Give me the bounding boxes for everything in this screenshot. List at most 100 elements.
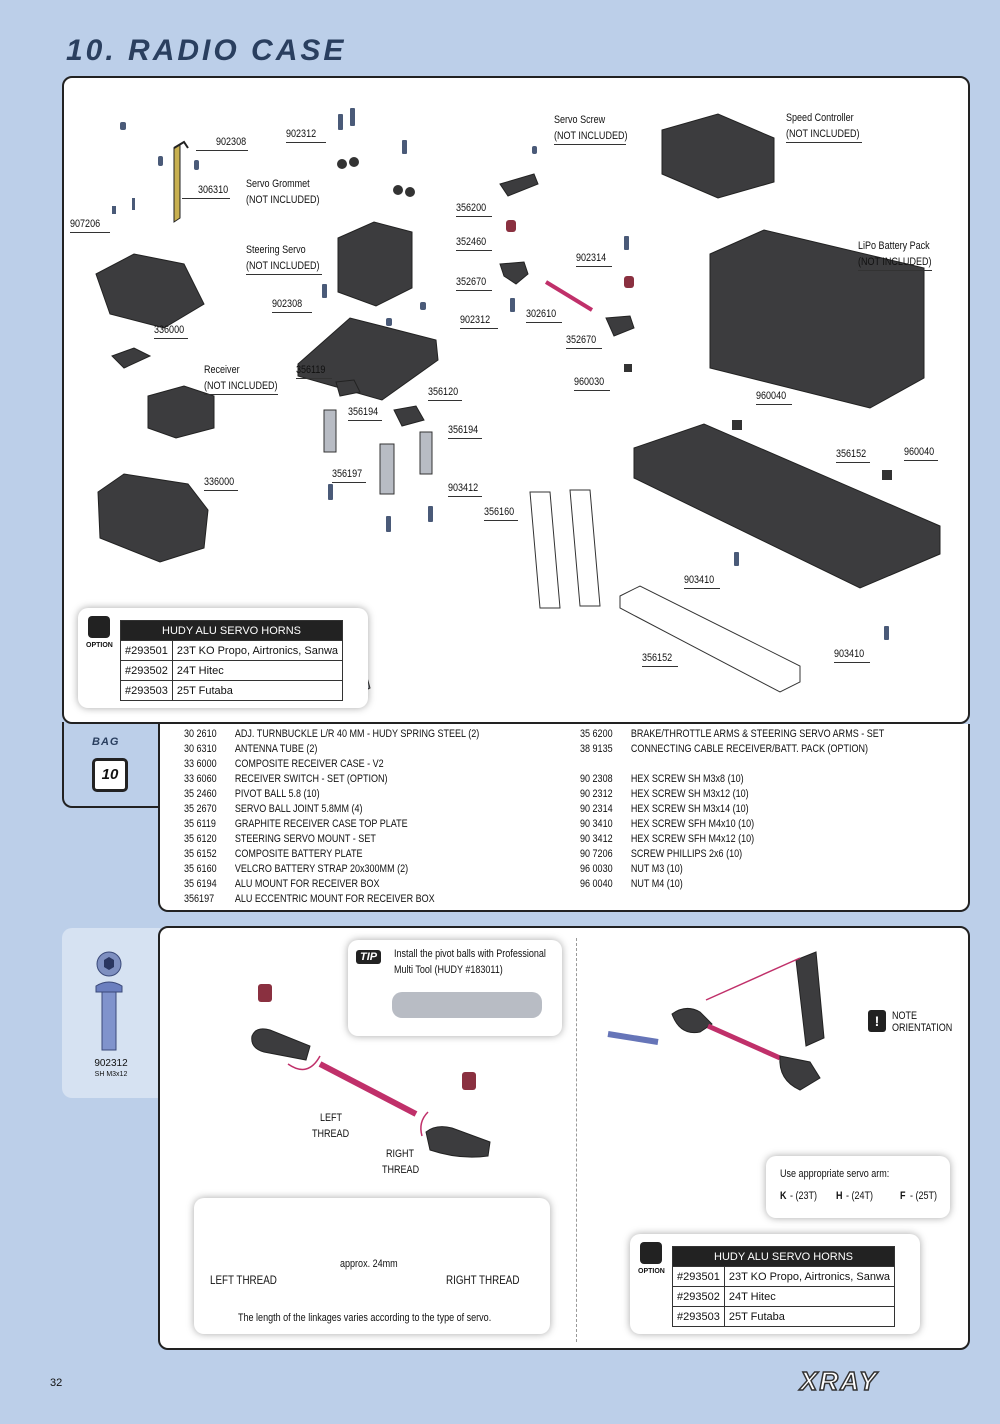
option-code: #293502 xyxy=(672,1286,725,1307)
label-servo-screw: Servo Screw xyxy=(554,114,606,126)
servo-arm-title: Use appropriate servo arm: xyxy=(780,1168,890,1180)
label-352670: 352670 xyxy=(456,276,487,288)
screws xyxy=(112,108,889,640)
label-speed-controller-note: (NOT INCLUDED) xyxy=(786,128,860,140)
part-desc: ANTENNA TUBE (2) xyxy=(234,743,318,755)
arm-f-letter: F xyxy=(900,1190,906,1202)
part-desc: NUT M4 (10) xyxy=(630,878,683,890)
screw-code: 902312 xyxy=(94,1058,128,1069)
label-907206: 907206 xyxy=(70,218,101,230)
part-code: 90 2312 xyxy=(580,788,613,800)
label-902308: 902308 xyxy=(216,136,247,148)
part-code: 356197 xyxy=(184,893,215,905)
page-title: 10. RADIO CASE xyxy=(66,34,347,67)
divider xyxy=(576,938,577,1342)
option-table-header: HUDY ALU SERVO HORNS xyxy=(671,1246,896,1267)
label-352670-b: 352670 xyxy=(566,334,597,346)
part-code: 35 6120 xyxy=(184,833,217,845)
label-356152-b: 356152 xyxy=(642,652,673,664)
linkage-length-callout: LEFT THREAD RIGHT THREAD approx. 24mm Th… xyxy=(194,1198,550,1334)
label-servo-screw-note: (NOT INCLUDED) xyxy=(554,130,628,142)
part-desc: HEX SCREW SH M3x12 (10) xyxy=(630,788,749,800)
label-902312-b: 902312 xyxy=(460,314,491,326)
leader-line xyxy=(574,390,610,391)
part-desc: GRAPHITE RECEIVER CASE TOP PLATE xyxy=(234,818,408,830)
option-desc: 23T KO Propo, Airtronics, Sanwa xyxy=(171,640,344,661)
label-receiver: Receiver xyxy=(204,364,240,376)
warning-icon: ! xyxy=(868,1010,886,1032)
part-code: 96 0040 xyxy=(580,878,613,890)
part-desc: HEX SCREW SFH M4x12 (10) xyxy=(630,833,755,845)
leader-line xyxy=(286,142,326,143)
option-desc: 23T KO Propo, Airtronics, Sanwa xyxy=(723,1266,896,1287)
option-code: #293501 xyxy=(672,1266,725,1287)
option-desc: 25T Futaba xyxy=(723,1306,896,1327)
leader-line xyxy=(566,348,602,349)
right-thread-label-2: THREAD xyxy=(382,1164,420,1176)
label-steering-servo: Steering Servo xyxy=(246,244,306,256)
instruction-panel: TIP Install the pivot balls with Profess… xyxy=(158,926,970,1350)
part-desc: ALU MOUNT FOR RECEIVER BOX xyxy=(234,878,380,890)
label-960040-b: 960040 xyxy=(904,446,935,458)
multi-tool-icon xyxy=(392,992,542,1018)
label-servo-grommet: Servo Grommet xyxy=(246,178,310,190)
part-desc: COMPOSITE RECEIVER CASE - V2 xyxy=(234,758,384,770)
option-code: #293503 xyxy=(120,680,173,701)
label-306310: 306310 xyxy=(198,184,229,196)
part-code: 90 3412 xyxy=(580,833,613,845)
label-960030: 960030 xyxy=(574,376,605,388)
screw-reference-tab: 902312 SH M3x12 xyxy=(62,928,160,1098)
bag-label: BAG xyxy=(92,736,120,748)
label-lipo-note: (NOT INCLUDED) xyxy=(858,256,932,268)
arm-k-value: - (23T) xyxy=(790,1190,818,1202)
part-code: 35 6152 xyxy=(184,848,217,860)
part-code: 35 6160 xyxy=(184,863,217,875)
part-code: 90 2314 xyxy=(580,803,613,815)
leader-line xyxy=(348,420,382,421)
thumbs-up-icon xyxy=(640,1242,662,1264)
label-356194: 356194 xyxy=(348,406,379,418)
leader-line xyxy=(576,266,612,267)
option-code: #293501 xyxy=(120,640,173,661)
part-code: 35 2670 xyxy=(184,803,217,815)
label-356197: 356197 xyxy=(332,468,363,480)
option-badge: OPTION xyxy=(638,1268,665,1275)
label-336000-b: 336000 xyxy=(204,476,235,488)
screw-icon xyxy=(95,951,123,1051)
screw-size: SH M3x12 xyxy=(94,1071,128,1078)
option-badge: OPTION xyxy=(86,642,113,649)
label-902312: 902312 xyxy=(286,128,317,140)
bag-number: 10 xyxy=(92,758,128,792)
leader-line xyxy=(460,328,498,329)
label-356194-b: 356194 xyxy=(448,424,479,436)
tip-badge: TIP xyxy=(356,950,382,964)
part-code: 33 6060 xyxy=(184,773,217,785)
label-902314: 902314 xyxy=(576,252,607,264)
part-desc: COMPOSITE BATTERY PLATE xyxy=(234,848,363,860)
leader-line xyxy=(448,438,482,439)
xray-logo: XRAY xyxy=(799,1365,879,1397)
part-code: 30 6310 xyxy=(184,743,217,755)
label-steering-servo-note: (NOT INCLUDED) xyxy=(246,260,320,272)
left-thread-label-2: THREAD xyxy=(312,1128,350,1140)
tip-text-1: Install the pivot balls with Professiona… xyxy=(394,948,546,960)
leader-line xyxy=(904,460,938,461)
part-code: 90 3410 xyxy=(580,818,613,830)
part-desc: SERVO BALL JOINT 5.8MM (4) xyxy=(234,803,363,815)
tip-callout: TIP Install the pivot balls with Profess… xyxy=(348,940,562,1036)
part-code: 90 2308 xyxy=(580,773,613,785)
leader-line xyxy=(448,496,482,497)
left-thread-full: LEFT THREAD xyxy=(210,1273,277,1287)
leader-line xyxy=(204,490,238,491)
part-code: 30 2610 xyxy=(184,728,217,740)
option-code: #293502 xyxy=(120,660,173,681)
label-902308-b: 902308 xyxy=(272,298,303,310)
label-356119: 356119 xyxy=(296,364,326,376)
